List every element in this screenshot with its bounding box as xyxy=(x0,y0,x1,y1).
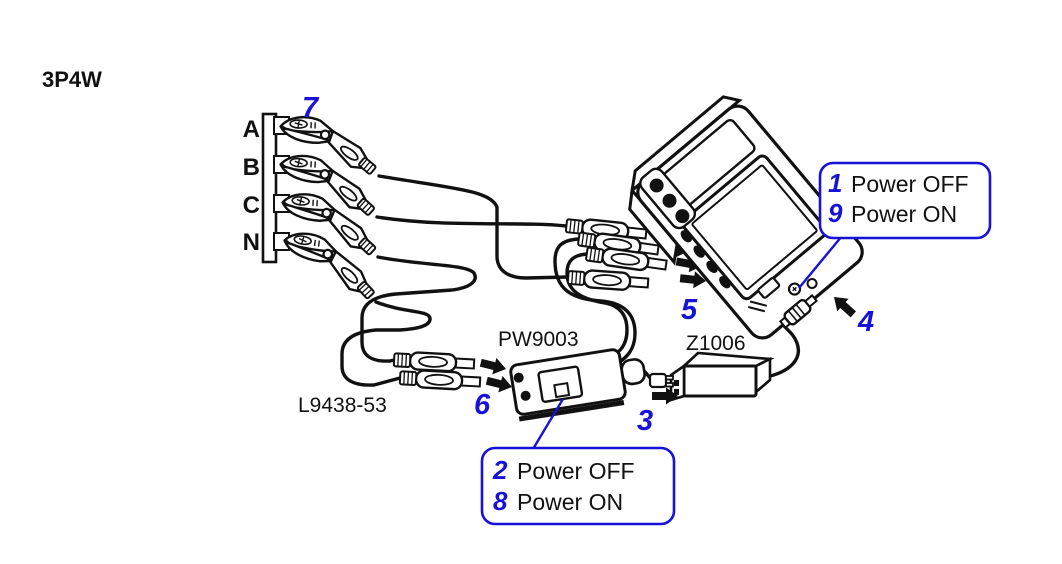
marker-step-4: 4 xyxy=(857,306,874,338)
terminal-label-c: C xyxy=(243,192,260,219)
voltage-cables xyxy=(340,174,800,387)
plug-row4 xyxy=(566,267,650,293)
callout-logger-line1-text: Power OFF xyxy=(851,171,969,197)
clip-n xyxy=(274,226,387,302)
arrow-dc-plug-icon xyxy=(828,290,860,321)
callout-adapter-line1-num: 2 xyxy=(492,455,508,485)
callout-logger-line1-num: 1 xyxy=(828,168,842,198)
callout-adapter-power: 2 Power OFF 8 Power ON xyxy=(480,446,676,526)
logger-slot xyxy=(757,276,781,299)
voltage-jack-2 xyxy=(693,245,705,258)
voltage-jack-1 xyxy=(680,230,692,243)
terminal-label-a: A xyxy=(243,116,260,143)
cable-lead-c xyxy=(360,255,477,363)
marker-step-7: 7 xyxy=(302,92,320,124)
pw9003-nozzle xyxy=(620,358,646,386)
cable-adapter-out-2 xyxy=(565,252,629,362)
dc-plug xyxy=(778,294,818,329)
alligator-clips xyxy=(273,111,387,302)
callout-logger-line2-num: 9 xyxy=(828,198,843,228)
callout-logger-line2-text: Power ON xyxy=(851,201,957,227)
leader-adapter-power xyxy=(531,398,565,450)
pw9003-input-socket-2 xyxy=(520,390,531,401)
cable-lead-n xyxy=(340,300,432,387)
sensor-connector-1 xyxy=(649,178,664,193)
cable-lead-b xyxy=(375,215,568,228)
terminal-bar xyxy=(261,112,278,264)
z1006-ac-adapter xyxy=(669,351,775,402)
terminal-label-n: N xyxy=(243,229,260,256)
label-l9438-53: L9438-53 xyxy=(298,394,387,417)
marker-step-5: 5 xyxy=(681,294,698,326)
plug-adapter-in-1 xyxy=(392,350,476,374)
terminal-label-b: B xyxy=(243,154,260,181)
callout-adapter-line1-text: Power OFF xyxy=(517,458,635,484)
plug-adapter-in-2 xyxy=(398,368,482,392)
voltage-jack-4 xyxy=(719,276,731,289)
pw9003-adapter xyxy=(509,348,646,422)
callout-adapter-line2-text: Power ON xyxy=(517,489,623,515)
logger-dc-jack xyxy=(806,278,818,290)
label-z1006: Z1006 xyxy=(686,332,746,355)
voltage-jack-3 xyxy=(706,260,718,274)
callout-logger-power: 1 Power OFF 9 Power ON xyxy=(818,161,992,240)
pw9003-input-socket-1 xyxy=(513,372,524,383)
label-pw9003: PW9003 xyxy=(498,328,579,351)
sensor-connector-3 xyxy=(675,209,690,224)
callout-adapter-line2-num: 8 xyxy=(493,486,508,516)
marker-step-6: 6 xyxy=(474,389,491,421)
arrow-adapter-in1-icon xyxy=(478,354,509,378)
sensor-connector-2 xyxy=(662,193,677,208)
marker-step-3: 3 xyxy=(637,405,653,437)
ac-cord-plug xyxy=(648,372,674,389)
leader-logger-power xyxy=(798,235,843,289)
cable-lead-a xyxy=(377,174,570,280)
diagram-title: 3P4W xyxy=(42,67,102,92)
